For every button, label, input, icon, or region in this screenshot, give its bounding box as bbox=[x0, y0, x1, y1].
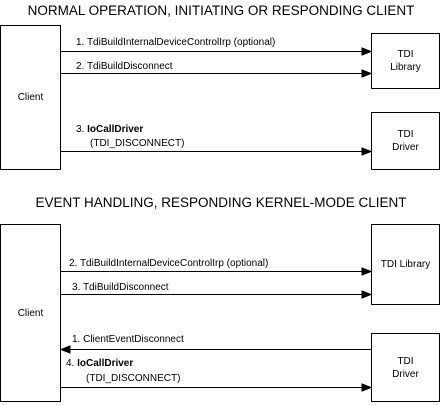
diagram2-msg3-label: 3. TdiBuildDisconnect bbox=[72, 282, 169, 293]
diagram1-msg3-number: 3. bbox=[76, 124, 88, 135]
diagram2-msg4-number: 4. bbox=[66, 358, 78, 369]
diagram1-msg3-param: (TDI_DISCONNECT) bbox=[90, 138, 185, 149]
diagram1-msg2-label: 2. TdiBuildDisconnect bbox=[76, 61, 173, 72]
diagram1-arrow-1 bbox=[61, 47, 373, 56]
diagram2-title: EVENT HANDLING, RESPONDING KERNEL-MODE C… bbox=[35, 195, 407, 210]
diagram2-tdi-library-box: TDI Library bbox=[371, 224, 440, 305]
diagram2-msg4-param: (TDI_DISCONNECT) bbox=[86, 373, 181, 384]
diagram1-msg1-label: 1. TdiBuildInternalDeviceControlIrp (opt… bbox=[76, 37, 276, 48]
diagram2-arrow-1 bbox=[59, 345, 371, 354]
diagram1-tdi-library-box: TDI Library bbox=[371, 33, 440, 89]
diagram1-tdi-driver-box: TDI Driver bbox=[371, 112, 440, 170]
diagram2-arrow-4 bbox=[61, 383, 373, 392]
diagram1-arrow-2 bbox=[61, 69, 373, 78]
diagram1-arrow-3 bbox=[61, 147, 373, 156]
diagram2-driver-label-line1: TDI bbox=[397, 355, 414, 367]
diagram2-arrow-2 bbox=[61, 267, 373, 276]
diagram1-msg3-label: 3. IoCallDriver bbox=[76, 124, 143, 136]
diagram2-msg4-call: IoCallDriver bbox=[77, 358, 134, 369]
diagram1-library-label-line1: TDI bbox=[397, 49, 414, 60]
diagram1-title: NORMAL OPERATION, INITIATING OR RESPONDI… bbox=[27, 3, 415, 18]
diagram1-client-box: Client bbox=[0, 25, 61, 170]
diagram1-driver-label-line2: Driver bbox=[392, 142, 419, 153]
diagram2-msg2-label: 2. TdiBuildInternalDeviceControlIrp (opt… bbox=[69, 258, 269, 269]
diagram1-driver-label-line1: TDI bbox=[397, 129, 414, 140]
diagram2-client-box: Client bbox=[0, 224, 61, 402]
diagram1-library-label-line2: Library bbox=[390, 62, 421, 73]
diagram2-tdi-driver-box: TDI Driver bbox=[371, 333, 440, 402]
diagram1-client-label: Client bbox=[17, 92, 44, 103]
diagram2-msg1-label: 1. ClientEventDisconnect bbox=[72, 334, 184, 345]
diagram1-msg3-call: IoCallDriver bbox=[87, 124, 144, 135]
diagram2-driver-label-line2: Driver bbox=[392, 368, 419, 380]
diagram2-msg4-label: 4. IoCallDriver bbox=[66, 358, 133, 370]
diagram2-arrow-3 bbox=[61, 290, 373, 299]
diagram2-library-label: TDI Library bbox=[380, 259, 431, 270]
diagram2-client-label: Client bbox=[17, 307, 44, 319]
